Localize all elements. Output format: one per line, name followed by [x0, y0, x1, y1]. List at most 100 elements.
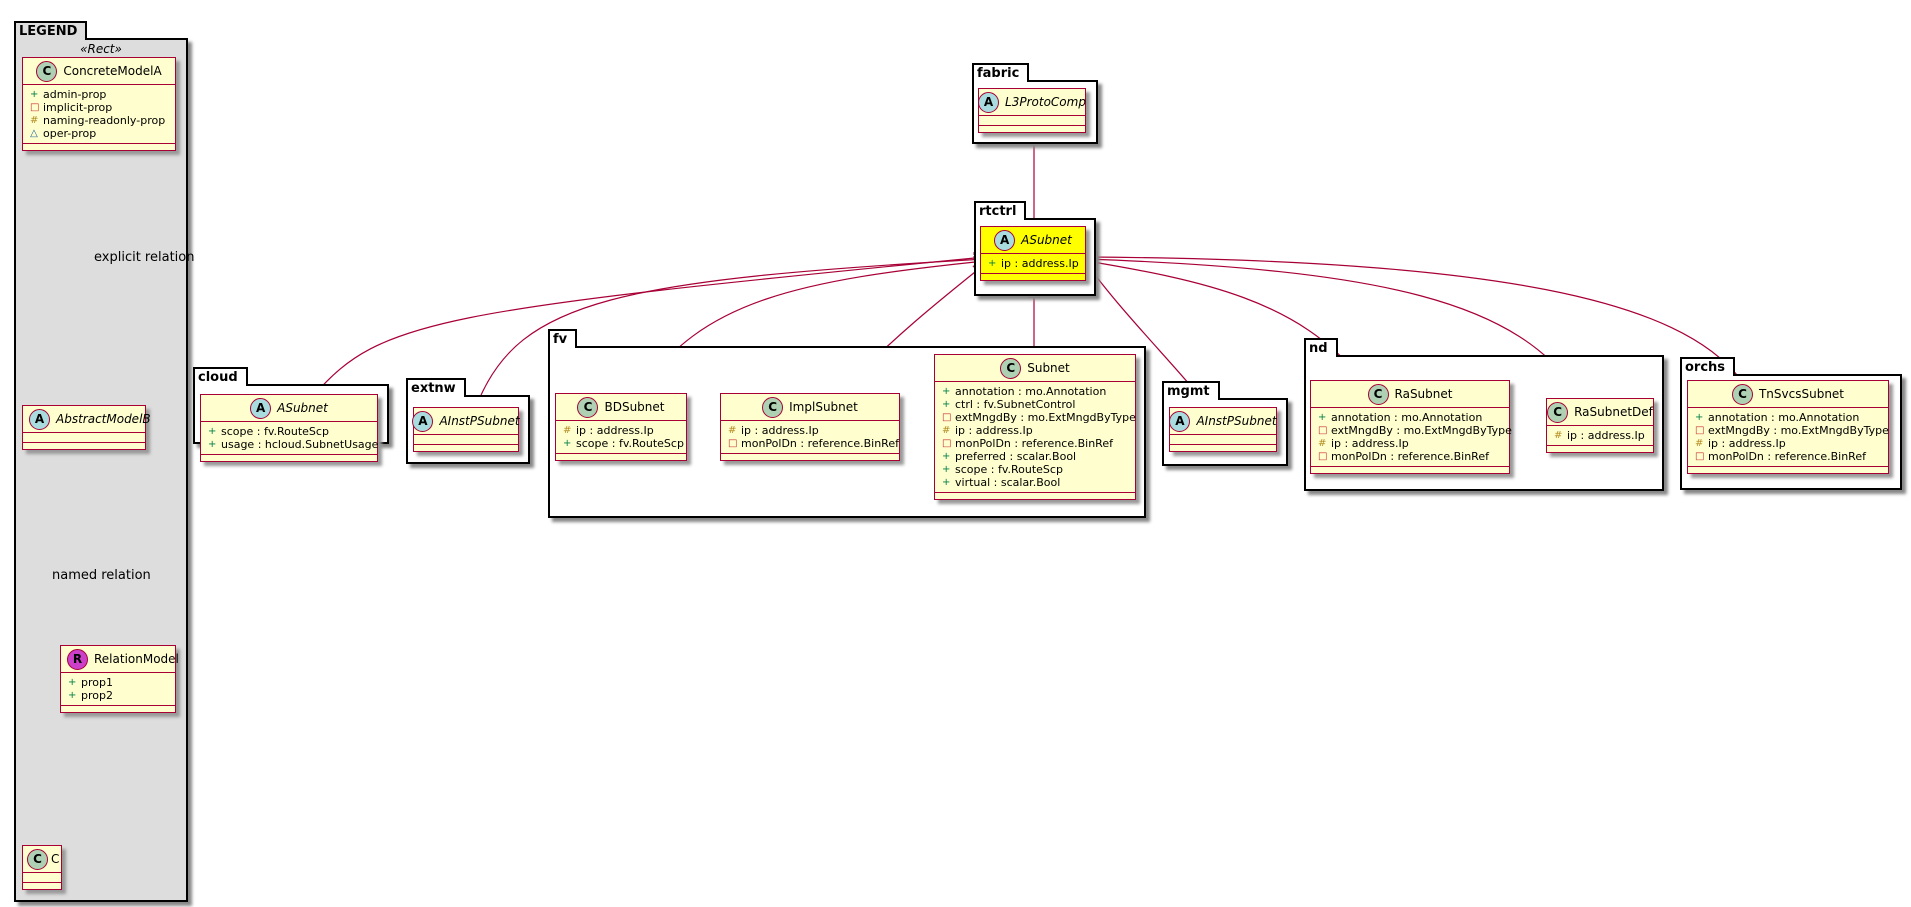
class-name: AbstractModelB — [56, 412, 151, 426]
package-visibility-icon: △ — [30, 128, 38, 139]
private-visibility-icon: □ — [1695, 425, 1705, 436]
class-attribute: □extMngdBy : mo.ExtMngdByType — [942, 411, 1136, 424]
class-attribute: +ip : address.Ip — [988, 257, 1079, 270]
class-attribute: #naming-readonly-prop — [30, 114, 166, 127]
protected-visibility-icon: # — [30, 115, 39, 126]
class-attribute: #ip : address.Ip — [563, 424, 654, 437]
class-attribute: □monPolDn : reference.BinRef — [942, 437, 1113, 450]
class-implsubnet[interactable]: C ImplSubnet #ip : address.Ip □monPolDn :… — [720, 393, 900, 461]
class-badge-icon: C — [1000, 357, 1022, 379]
public-visibility-icon: + — [208, 426, 217, 437]
class-name: Subnet — [1027, 361, 1070, 375]
package-tab: fv — [548, 329, 578, 348]
class-attribute: △oper-prop — [30, 127, 97, 140]
legend-abstract-class[interactable]: A AbstractModelB — [22, 405, 151, 450]
package-tab: extnw — [406, 378, 466, 397]
public-visibility-icon: + — [988, 258, 997, 269]
private-visibility-icon: □ — [1318, 451, 1328, 462]
class-name: L3ProtoComp — [1005, 95, 1086, 109]
class-badge-icon: C — [1731, 383, 1753, 405]
class-attribute: #ip : address.Ip — [1554, 429, 1645, 442]
package-tab: nd — [1304, 338, 1338, 357]
class-badge-icon: C — [1367, 383, 1389, 405]
public-visibility-icon: + — [68, 677, 77, 688]
package-tab: mgmt — [1162, 381, 1220, 400]
class-attribute: +ctrl : fv.SubnetControl — [942, 398, 1076, 411]
class-attribute: +preferred : scalar.Bool — [942, 450, 1077, 463]
protected-visibility-icon: # — [1318, 438, 1327, 449]
class-attribute: #ip : address.Ip — [728, 424, 819, 437]
class-name: ASubnet — [1021, 233, 1072, 247]
public-visibility-icon: + — [563, 438, 572, 449]
public-visibility-icon: + — [942, 464, 951, 475]
private-visibility-icon: □ — [942, 438, 952, 449]
class-name: RelationModel — [94, 652, 179, 666]
named-relation-label: named relation — [52, 568, 151, 583]
private-visibility-icon: □ — [1695, 451, 1705, 462]
public-visibility-icon: + — [942, 399, 951, 410]
abstract-badge-icon: A — [412, 410, 434, 432]
abstract-badge-icon: A — [29, 408, 50, 430]
private-visibility-icon: □ — [1318, 425, 1328, 436]
class-name: RaSubnetDef — [1574, 405, 1653, 419]
public-visibility-icon: + — [208, 439, 217, 450]
inherit-cloud-asubnet — [314, 257, 985, 395]
class-badge-icon: C — [762, 396, 784, 418]
class-attribute: □implicit-prop — [30, 101, 113, 114]
class-name: ImplSubnet — [789, 400, 858, 414]
class-attribute: #ip : address.Ip — [1695, 437, 1786, 450]
explicit-relation-label: explicit relation — [94, 250, 195, 265]
private-visibility-icon: □ — [728, 438, 738, 449]
private-visibility-icon: □ — [30, 102, 40, 113]
class-attribute: +annotation : mo.Annotation — [942, 385, 1107, 398]
private-visibility-icon: □ — [942, 412, 952, 423]
legend-stereotype: «Rect» — [80, 42, 122, 56]
legend-package-tab: LEGEND — [14, 21, 88, 40]
class-name: ConcreteModelA — [63, 64, 162, 78]
class-attribute: +annotation : mo.Annotation — [1695, 411, 1860, 424]
protected-visibility-icon: # — [728, 425, 737, 436]
class-attribute: +prop1 — [68, 676, 113, 689]
package-tab: fabric — [972, 63, 1030, 82]
class-attribute: □monPolDn : reference.BinRef — [728, 437, 899, 450]
class-name: AInstPSubnet — [439, 414, 520, 428]
package-tab: rtctrl — [974, 201, 1027, 220]
class-attribute: +annotation : mo.Annotation — [1318, 411, 1483, 424]
public-visibility-icon: + — [942, 451, 951, 462]
class-attribute: +admin-prop — [30, 88, 107, 101]
class-attribute: +virtual : scalar.Bool — [942, 476, 1061, 489]
class-attribute: □extMngdBy : mo.ExtMngdByType — [1695, 424, 1889, 437]
class-name: C — [51, 852, 60, 866]
package-tab: cloud — [193, 367, 248, 386]
package-tab: orchs — [1680, 357, 1736, 376]
class-attribute: +usage : hcloud.SubnetUsage — [208, 438, 379, 451]
public-visibility-icon: + — [30, 89, 39, 100]
class-badge-icon: C — [36, 60, 58, 82]
class-attribute: □monPolDn : reference.BinRef — [1318, 450, 1489, 463]
inherit-extnw-ainst — [477, 259, 985, 403]
class-attribute: □extMngdBy : mo.ExtMngdByType — [1318, 424, 1512, 437]
class-rtctrl-asubnet[interactable]: A ASubnet +ip : address.Ip — [980, 226, 1086, 281]
class-attribute: #ip : address.Ip — [942, 424, 1033, 437]
class-extnw-ainstpsubnet[interactable]: A AInstPSubnet — [412, 407, 520, 452]
public-visibility-icon: + — [942, 477, 951, 488]
abstract-badge-icon: A — [250, 397, 272, 419]
public-visibility-icon: + — [1695, 412, 1704, 423]
legend-package: LEGEND «Rect» — [14, 21, 188, 902]
class-attribute: +prop2 — [68, 689, 113, 702]
class-name: ASubnet — [277, 401, 328, 415]
class-subnet[interactable]: C Subnet +annotation : mo.Annotation +ctr… — [934, 354, 1136, 500]
legend-concrete-class[interactable]: C ConcreteModelA +admin-prop □implicit-pr… — [22, 57, 176, 151]
abstract-badge-icon: A — [994, 229, 1016, 251]
class-badge-icon: C — [577, 396, 599, 418]
class-attribute: #ip : address.Ip — [1318, 437, 1409, 450]
